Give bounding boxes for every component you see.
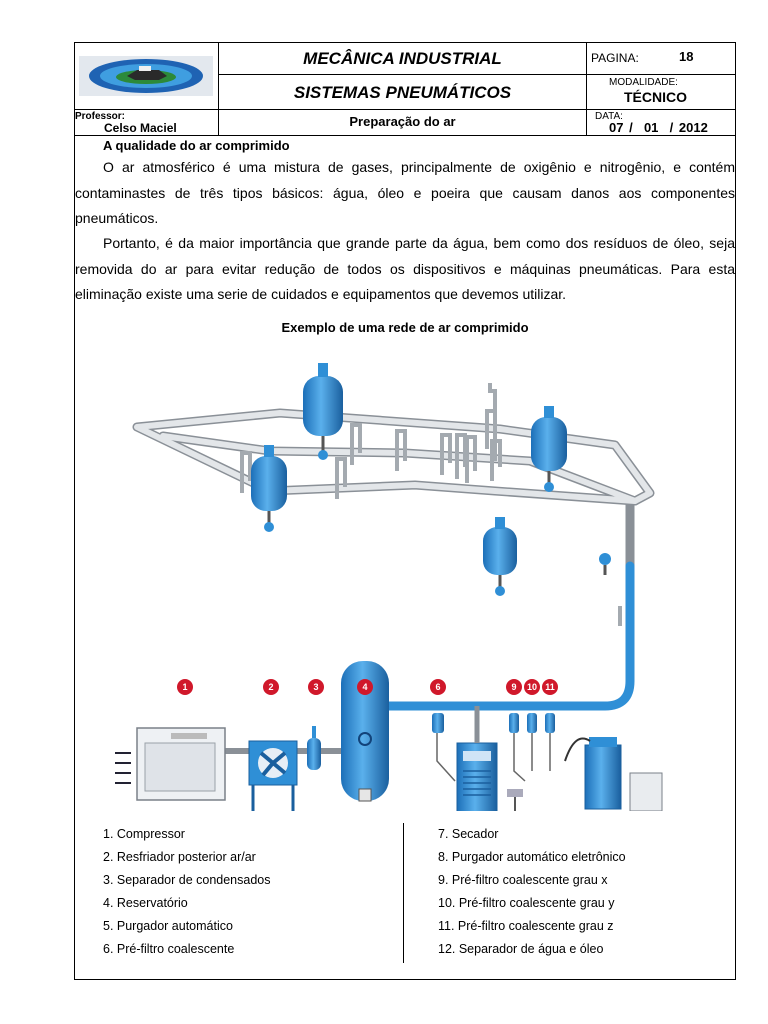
legend-item: 11. Pré-filtro coalescente grau z (438, 919, 614, 933)
legend-item: 12. Separador de água e óleo (438, 942, 604, 956)
date-month: 01 (643, 120, 659, 135)
legend-item: 8. Purgador automático eletrônico (438, 850, 626, 864)
section-title: A qualidade do ar comprimido (103, 138, 290, 153)
modality-label: MODALIDADE: (609, 77, 678, 88)
condensate-separator-3 (307, 726, 321, 770)
professor-cell: Professor: Celso Maciel (75, 110, 219, 136)
callout-badges: 1 2 3 4 5 6 7 8 9 10 11 12 (177, 679, 558, 695)
date-separator: / (669, 120, 674, 135)
modality-value: TÉCNICO (624, 89, 687, 105)
badge-10: 10 (527, 682, 537, 692)
compressed-air-network-diagram: 1 2 3 4 5 6 7 8 9 10 11 12 (115, 363, 663, 811)
badge-6: 6 (435, 682, 440, 692)
aftercooler-2 (248, 740, 298, 811)
date-year: 2012 (678, 120, 708, 135)
date-separator: / (629, 120, 633, 135)
page-number: 18 (679, 49, 694, 64)
legend-item: 6. Pré-filtro coalescente (103, 942, 235, 956)
date-day: 07 (609, 120, 624, 135)
module-title: SISTEMAS PNEUMÁTICOS (219, 75, 587, 110)
lesson-subject: Preparação do ar (219, 110, 587, 136)
paragraph-1: O ar atmosférico é uma mistura de gases,… (75, 159, 735, 226)
overhead-ring-main (132, 408, 655, 571)
overhead-separators (251, 363, 611, 596)
figure-title: Exemplo de uma rede de ar comprimido (281, 320, 529, 335)
legend-item: 1. Compressor (103, 827, 185, 841)
date-label: DATA: (595, 111, 623, 122)
drop-lines (240, 383, 622, 626)
header-table: MECÂNICA INDUSTRIAL PAGINA: 18 SISTEMAS … (75, 43, 735, 136)
badge-2: 2 (268, 682, 273, 692)
drain-8 (507, 789, 523, 811)
institution-logo (79, 56, 213, 96)
modality-cell: MODALIDADE: TÉCNICO (587, 75, 735, 110)
dryer-7 (456, 706, 498, 811)
drain-lines (436, 733, 551, 782)
logo-cell (75, 43, 219, 110)
legend-item: 7. Secador (438, 827, 499, 841)
filter-6 (432, 713, 444, 733)
legend-left: 1. Compressor 2. Resfriador posterior ar… (103, 823, 271, 961)
badge-3: 3 (313, 682, 318, 692)
page-label: PAGINA: (591, 51, 639, 65)
course-title: MECÂNICA INDUSTRIAL (219, 43, 587, 75)
legend-item: 4. Reservatório (103, 896, 188, 910)
legend-item: 3. Separador de condensados (103, 873, 271, 887)
compressor-1 (115, 727, 226, 801)
badge-4: 4 (362, 682, 367, 692)
legend-item: 2. Resfriador posterior ar/ar (103, 850, 256, 864)
filters-9-10-11 (509, 713, 555, 733)
oil-water-separator-12 (564, 737, 663, 811)
legend-item: 9. Pré-filtro coalescente grau x (438, 873, 608, 887)
page-cell: PAGINA: 18 (587, 43, 735, 75)
badge-11: 11 (545, 682, 555, 692)
supply-pipe (222, 561, 635, 754)
badge-1: 1 (182, 682, 187, 692)
legend-divider (403, 823, 404, 963)
legend-item: 10. Pré-filtro coalescente grau y (438, 896, 615, 910)
paragraph-2: Portanto, é da maior importância que gra… (75, 235, 735, 302)
legend-right: 7. Secador 8. Purgador automático eletrô… (438, 823, 626, 961)
badge-9: 9 (511, 682, 516, 692)
document-page: MECÂNICA INDUSTRIAL PAGINA: 18 SISTEMAS … (74, 42, 736, 980)
date-value: 07 / 01 / 2012 (609, 120, 708, 135)
date-cell: DATA: 07 / 01 / 2012 (587, 110, 735, 136)
professor-name: Celso Maciel (104, 121, 177, 135)
professor-label: Professor: (75, 111, 126, 122)
legend-item: 5. Purgador automático (103, 919, 233, 933)
